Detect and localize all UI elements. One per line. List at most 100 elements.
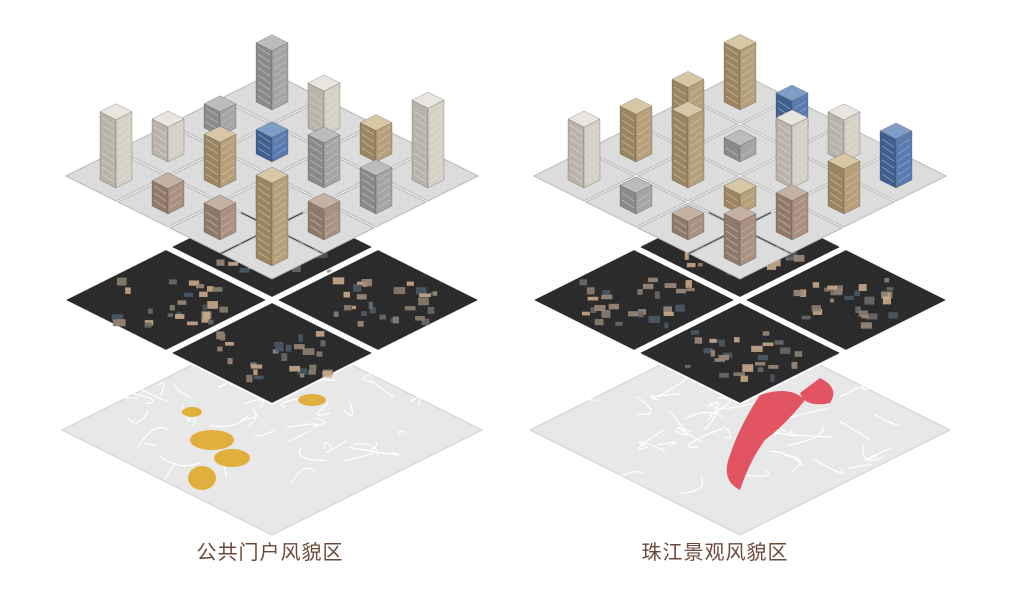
satellite-block [302, 348, 315, 355]
satellite-block [698, 263, 703, 267]
satellite-block [647, 277, 658, 283]
satellite-block [615, 321, 623, 326]
map-road [158, 454, 201, 467]
satellite-block [769, 258, 781, 267]
satellite-block [250, 364, 263, 369]
highlight-zone [182, 407, 202, 417]
map-road [679, 477, 703, 494]
map-road [784, 454, 801, 473]
satellite-block [714, 358, 725, 362]
satellite-block [308, 370, 316, 375]
map-road [650, 374, 693, 398]
satellite-block [175, 314, 185, 319]
building-model [255, 166, 289, 267]
satellite-block [601, 294, 613, 300]
building-model [203, 126, 237, 189]
map-road [248, 408, 257, 427]
map-road [101, 386, 155, 405]
satellite-block [827, 285, 838, 290]
satellite-block [824, 287, 836, 292]
satellite-block [333, 311, 339, 317]
building-model-layer [532, 34, 948, 280]
caption-public-gateway-district: 公共门户风貌区 [196, 540, 344, 564]
map-road [316, 402, 331, 416]
satellite-block [206, 286, 214, 292]
satellite-block [663, 306, 672, 314]
map-road [862, 443, 884, 462]
satellite-block [601, 310, 611, 318]
satellite-block [291, 264, 301, 273]
satellite-block [253, 369, 258, 376]
building-model [359, 114, 393, 163]
satellite-block [212, 287, 223, 292]
building-model [307, 193, 341, 241]
satellite-block [785, 256, 796, 261]
map-road [839, 378, 877, 398]
building-model [567, 110, 601, 189]
satellite-block [882, 297, 891, 305]
satellite-block [642, 283, 654, 290]
highlight-zone [726, 391, 805, 490]
map-road [137, 426, 170, 448]
satellite-block [703, 347, 713, 354]
satellite-block [144, 322, 152, 328]
map-road [409, 396, 421, 406]
map-road [861, 383, 886, 390]
satellite-block [854, 290, 860, 297]
map-road [143, 442, 156, 447]
satellite-block [227, 358, 233, 365]
satellite-block [219, 333, 226, 341]
building-model [307, 126, 341, 189]
satellite-block [415, 287, 427, 295]
highlight-zone [214, 449, 250, 467]
building-model [619, 176, 653, 215]
satellite-block [844, 295, 854, 300]
satellite-block [812, 308, 823, 315]
satellite-block [751, 345, 763, 352]
map-road [577, 456, 609, 477]
satellite-block [861, 315, 869, 319]
satellite-block [602, 290, 611, 295]
satellite-block [392, 316, 400, 324]
satellite-block [361, 311, 367, 317]
satellite-block [637, 289, 643, 295]
map-road [298, 447, 327, 462]
map-road [708, 397, 731, 416]
satellite-block [216, 259, 225, 266]
satellite-block [406, 281, 414, 286]
satellite-block [322, 370, 332, 378]
satellite-block [184, 292, 194, 297]
satellite-block [219, 306, 229, 313]
satellite-block [202, 304, 207, 311]
satellite-block [298, 334, 303, 342]
satellite-block [225, 341, 234, 346]
map-road [638, 429, 665, 450]
satellite-block [811, 305, 822, 312]
satellite-block [675, 288, 687, 294]
satellite-block [733, 372, 745, 376]
right-district-stack [528, 34, 952, 536]
satellite-block [202, 311, 211, 319]
satellite-tile [273, 247, 483, 353]
satellite-block [315, 251, 328, 258]
map-road [873, 414, 900, 427]
satellite-block [830, 291, 843, 296]
map-road [157, 382, 165, 397]
building-model [671, 205, 705, 241]
satellite-block [207, 319, 214, 325]
satellite-block [881, 292, 888, 297]
satellite-block [833, 288, 842, 294]
satellite-block [368, 301, 373, 310]
satellite-block [421, 318, 430, 326]
satellite-block [793, 289, 804, 297]
map-road [787, 427, 824, 447]
satellite-block [168, 279, 177, 285]
satellite-block [246, 374, 253, 383]
satellite-block [590, 307, 597, 313]
satellite-block [774, 340, 784, 345]
satellite-block [579, 279, 588, 286]
satellite-block [112, 319, 119, 327]
satellite-block [648, 315, 660, 323]
satellite-block [740, 375, 749, 382]
satellite-block [608, 303, 620, 310]
